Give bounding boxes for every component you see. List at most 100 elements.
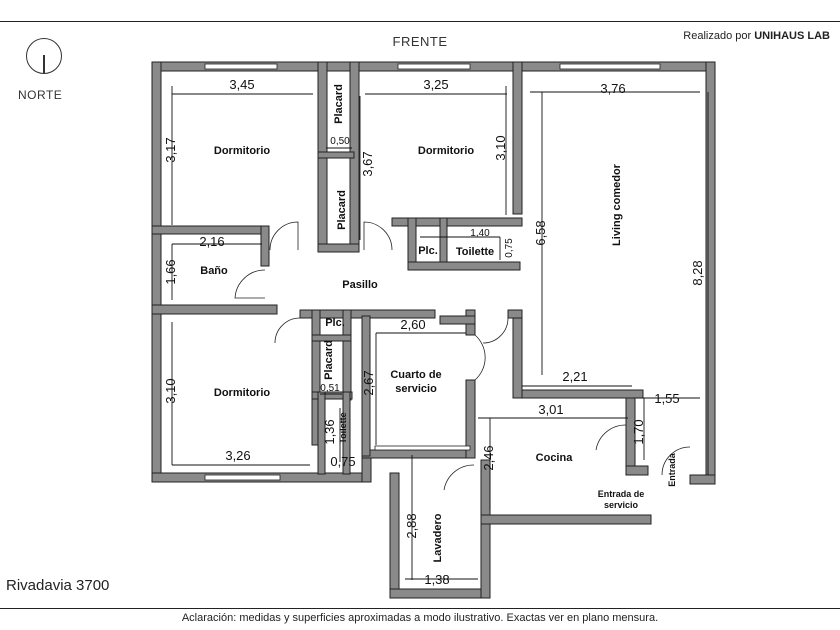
wall-toilette2-left xyxy=(317,391,326,475)
door-bano-icon xyxy=(234,269,266,299)
wall-d2-bottom xyxy=(391,217,523,227)
dim-d2-height: 3,10 xyxy=(493,135,508,160)
wall-living-bottom xyxy=(512,389,644,399)
dim-d2-width: 3,25 xyxy=(423,77,448,92)
credit-text: Realizado por UNIHAUS LAB xyxy=(683,30,830,42)
window-d1 xyxy=(204,63,278,70)
room-label-toilette-2: Toilette xyxy=(338,412,348,443)
wall-placard-mid xyxy=(317,151,355,159)
dim-lavadero-height: 2,88 xyxy=(404,513,419,538)
wall-bano-bottom xyxy=(151,304,278,315)
room-label-cuarto-l2: servicio xyxy=(395,383,437,395)
room-label-dormitorio-3: Dormitorio xyxy=(214,387,271,399)
wall-cuarto-top-right xyxy=(439,315,476,325)
address: Rivadavia 3700 xyxy=(6,577,110,594)
room-label-plc-1: Plc. xyxy=(418,245,438,257)
footnote: Aclaración: medidas y superficies aproxi… xyxy=(181,612,659,624)
dim-cuarto-width: 2,60 xyxy=(400,317,425,332)
room-label-lavadero: Lavadero xyxy=(432,513,444,562)
dim-toilette2-width: 0,75 xyxy=(330,454,355,469)
door-lav-icon xyxy=(443,464,475,491)
wall-cuarto-right xyxy=(465,379,476,459)
door-d3-icon xyxy=(274,317,301,344)
wall-lavadero-left xyxy=(389,472,400,599)
dim-d1-height: 3,17 xyxy=(163,137,178,162)
compass-needle xyxy=(43,55,45,73)
dim-placard3-width: 0,51 xyxy=(320,383,340,394)
dimension-lines xyxy=(171,86,709,580)
north-label: NORTE xyxy=(18,88,63,102)
dim-entry-width: 1,55 xyxy=(654,391,679,406)
wall-lavadero-bottom xyxy=(389,588,491,599)
windows xyxy=(204,63,661,481)
dim-placard2-height: 3,67 xyxy=(360,151,375,176)
wall-d1-bottom xyxy=(151,225,268,235)
door-hall-icon xyxy=(482,317,509,344)
wall-toilette2-right xyxy=(342,391,351,475)
dim-bano-height: 1,66 xyxy=(163,259,178,284)
dim-cocina-height: 2,46 xyxy=(481,445,496,470)
wall-entry-bottom xyxy=(625,465,649,476)
door-d1-icon xyxy=(269,221,299,251)
header-rule xyxy=(0,21,840,22)
wall-cuarto-left xyxy=(361,315,371,457)
dim-living-width: 3,76 xyxy=(600,81,625,96)
dim-toilette1-width: 1,40 xyxy=(470,228,490,239)
room-label-cocina: Cocina xyxy=(536,452,574,464)
wall-toilette1-bottom xyxy=(407,261,521,271)
door-d2-icon xyxy=(363,221,393,251)
window-living xyxy=(559,63,661,70)
dim-d3-height: 3,10 xyxy=(163,378,178,403)
wall-plc-bottom xyxy=(311,334,352,342)
room-label-cuarto-l1: Cuarto de xyxy=(390,369,441,381)
credit-brand: UNIHAUS LAB xyxy=(754,30,830,42)
window-lav xyxy=(374,445,471,451)
room-label-entrada-servicio-l2: servicio xyxy=(604,500,639,510)
wall-entry-right-bottom xyxy=(689,474,716,485)
room-label-plc-2: Plc. xyxy=(325,317,345,329)
north-arrow-icon xyxy=(24,38,64,74)
dim-d1-width: 3,45 xyxy=(229,77,254,92)
dim-bano-width: 2,16 xyxy=(199,234,224,249)
wall-hall-stub xyxy=(507,309,523,319)
wall-living-left-top xyxy=(512,61,523,215)
wall-toilette2-top xyxy=(311,391,353,400)
window-d3 xyxy=(204,474,281,481)
room-label-bano: Baño xyxy=(200,265,228,277)
wall-placard-bottom xyxy=(317,243,360,253)
dim-cuarto-height: 2,67 xyxy=(361,370,376,395)
door-kitchen-icon xyxy=(595,424,627,451)
dim-toilette2-height: 1,36 xyxy=(322,419,337,444)
room-label-toilette-1: Toilette xyxy=(456,246,494,258)
room-label-dormitorio-2: Dormitorio xyxy=(418,145,475,157)
footer-rule xyxy=(0,608,840,609)
wall-kitchen-bottom xyxy=(480,514,652,525)
room-label-placard-3: Placard xyxy=(323,340,335,380)
dim-cocina-width: 3,01 xyxy=(538,402,563,417)
room-label-placard-2: Placard xyxy=(336,190,348,230)
doors xyxy=(234,221,691,491)
wall-left xyxy=(151,61,162,483)
door-cuarto-icon xyxy=(474,334,486,381)
room-label-living: Living comedor xyxy=(611,163,623,246)
dimension-labels: 3,45 3,17 0,50 3,67 3,25 3,10 3,76 6,58 … xyxy=(163,77,705,587)
dim-placard1-width: 0,50 xyxy=(330,136,350,147)
dim-toilette1-height: 0,75 xyxy=(504,238,515,258)
wall-lavadero-right xyxy=(480,459,491,599)
compass-circle xyxy=(26,38,62,74)
window-d2 xyxy=(397,63,471,70)
dim-entry-height: 1,70 xyxy=(631,419,646,444)
dim-living-height-inner: 6,58 xyxy=(533,220,548,245)
room-label-pasillo: Pasillo xyxy=(342,279,378,291)
dim-lavadero-width: 1,38 xyxy=(424,572,449,587)
dim-living-height-total: 8,28 xyxy=(690,260,705,285)
room-label-entrada-servicio-l1: Entrada de xyxy=(598,489,645,499)
wall-right xyxy=(705,61,716,483)
room-labels: Dormitorio Dormitorio Dormitorio Living … xyxy=(200,84,677,562)
door-entry-icon xyxy=(661,446,691,476)
room-label-dormitorio-1: Dormitorio xyxy=(214,145,271,157)
wall-bano-right xyxy=(260,225,270,267)
wall-d3-right xyxy=(311,309,321,446)
wall-lav-top xyxy=(361,449,475,459)
